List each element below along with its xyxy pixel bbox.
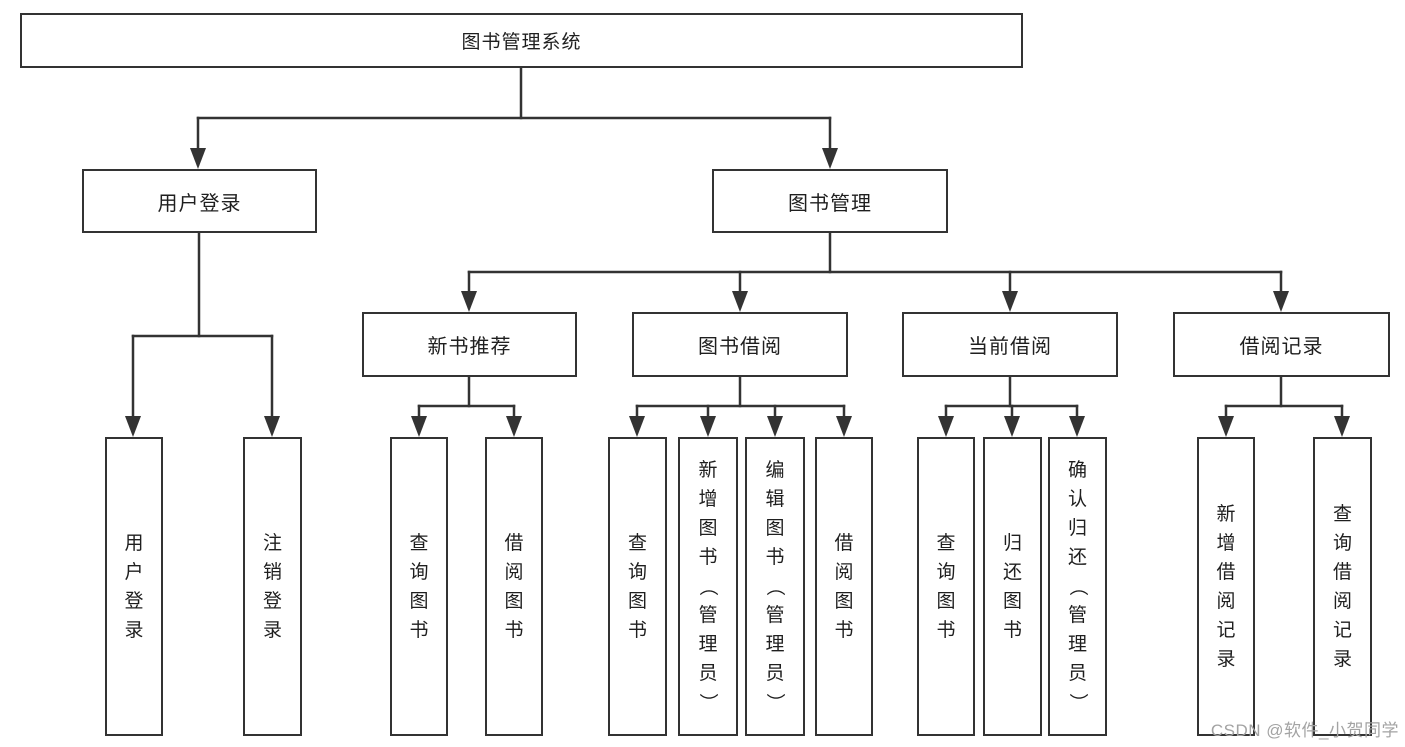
- leaf-user-login-label: 用户登录: [124, 532, 144, 641]
- leaf-user-login: 用户登录: [105, 437, 163, 736]
- leaf-query-books-borrow: 查询图书: [608, 437, 667, 736]
- node-book-borrow-label: 图书借阅: [698, 336, 782, 358]
- node-root: 图书管理系统: [20, 13, 1023, 68]
- leaf-return-books: 归还图书: [983, 437, 1042, 736]
- leaf-query-books-current: 查询图书: [917, 437, 975, 736]
- node-book-borrow: 图书借阅: [632, 312, 848, 377]
- leaf-confirm-return-admin: 确认归还（管理员）: [1048, 437, 1107, 736]
- node-root-label: 图书管理系统: [461, 32, 582, 53]
- leaf-add-books-admin: 新增图书（管理员）: [678, 437, 738, 736]
- leaf-logout-label: 注销登录: [262, 532, 282, 641]
- node-current-borrow-label: 当前借阅: [968, 336, 1052, 358]
- leaf-confirm-return-admin-label: 确认归还（管理员）: [1066, 460, 1088, 713]
- leaf-borrow-books-recommend-label: 借阅图书: [504, 532, 524, 641]
- leaf-query-borrow-record-label: 查询借阅记录: [1332, 503, 1352, 670]
- node-book-management-label: 图书管理: [788, 192, 872, 215]
- leaf-query-books-borrow-label: 查询图书: [627, 532, 647, 641]
- node-user-login: 用户登录: [82, 169, 317, 233]
- leaf-borrow-books: 借阅图书: [815, 437, 873, 736]
- leaf-return-books-label: 归还图书: [1002, 532, 1022, 641]
- leaf-query-books-recommend-label: 查询图书: [409, 532, 429, 641]
- leaf-add-borrow-record-label: 新增借阅记录: [1216, 503, 1236, 670]
- node-current-borrow: 当前借阅: [902, 312, 1118, 377]
- node-new-book-recommend-label: 新书推荐: [427, 336, 512, 358]
- node-user-login-label: 用户登录: [157, 192, 242, 215]
- node-borrow-records: 借阅记录: [1173, 312, 1390, 377]
- node-book-management: 图书管理: [712, 169, 948, 233]
- leaf-query-books-current-label: 查询图书: [936, 532, 956, 641]
- csdn-watermark: CSDN @软件_小贺同学: [1210, 721, 1399, 740]
- leaf-borrow-books-recommend: 借阅图书: [485, 437, 543, 736]
- node-borrow-records-label: 借阅记录: [1239, 336, 1324, 358]
- leaf-add-books-admin-label: 新增图书（管理员）: [697, 460, 719, 713]
- leaf-edit-books-admin: 编辑图书（管理员）: [745, 437, 805, 736]
- leaf-edit-books-admin-label: 编辑图书（管理员）: [764, 460, 786, 713]
- leaf-query-books-recommend: 查询图书: [390, 437, 448, 736]
- leaf-borrow-books-label: 借阅图书: [834, 532, 854, 641]
- leaf-add-borrow-record: 新增借阅记录: [1197, 437, 1255, 736]
- leaf-logout: 注销登录: [243, 437, 302, 736]
- node-new-book-recommend: 新书推荐: [362, 312, 577, 377]
- leaf-query-borrow-record: 查询借阅记录: [1313, 437, 1372, 736]
